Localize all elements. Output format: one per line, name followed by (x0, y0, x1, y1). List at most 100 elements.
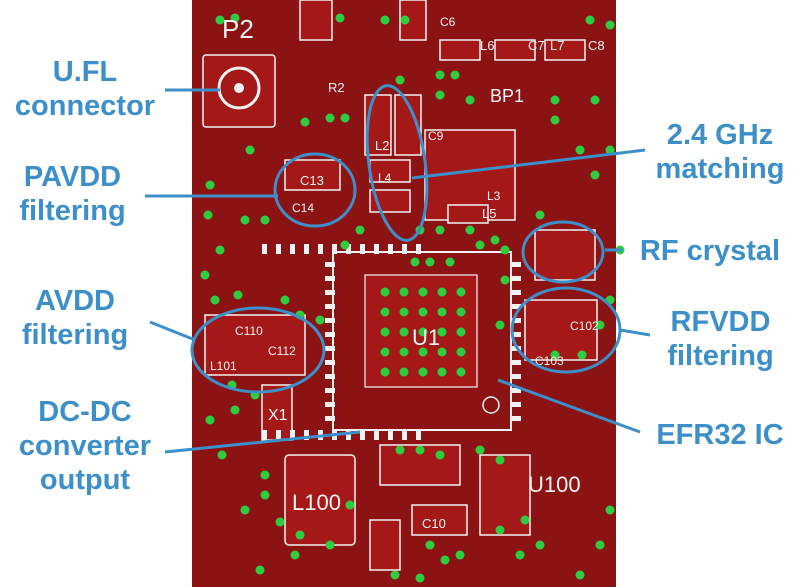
callout-efr32-ic: EFR32 IC (640, 418, 800, 452)
via (399, 367, 409, 377)
via (440, 555, 450, 565)
callout-matching-line2: matching (655, 153, 785, 185)
callout-pavdd-line1: PAVDD (23, 161, 122, 193)
silk-u1: U1 (412, 325, 440, 350)
ic-pin (511, 416, 521, 421)
via (345, 500, 355, 510)
silk-r2: R2 (328, 80, 345, 95)
silk-l6: L6 (480, 38, 494, 53)
via (315, 315, 325, 325)
via (200, 270, 210, 280)
ic-pin (325, 290, 335, 295)
ic-pin (374, 244, 379, 254)
ic-pin (304, 244, 309, 254)
via (585, 15, 595, 25)
highlight-ellipses (190, 84, 622, 394)
via (435, 70, 445, 80)
callout-rfcrystal-line1: RF crystal (639, 235, 781, 267)
via (456, 327, 466, 337)
ic-pin (511, 388, 521, 393)
silk-l100: L100 (292, 490, 341, 515)
silk-bp1: BP1 (490, 86, 524, 106)
via (280, 295, 290, 305)
via (415, 573, 425, 583)
via (390, 570, 400, 580)
via (415, 445, 425, 455)
via (575, 570, 585, 580)
ic-pin (325, 332, 335, 337)
via (435, 90, 445, 100)
via (245, 145, 255, 155)
via (205, 415, 215, 425)
ic-pin (318, 244, 323, 254)
silk-l4: L4 (378, 171, 392, 185)
via (230, 405, 240, 415)
ic-pin (332, 244, 337, 254)
callout-matching-line1: 2.4 GHz (666, 119, 774, 151)
callout-avdd-line1: AVDD (34, 285, 116, 317)
via (590, 95, 600, 105)
via (605, 505, 615, 515)
via (380, 347, 390, 357)
via (325, 540, 335, 550)
ic-pin (511, 402, 521, 407)
callout-pavdd-line2: filtering (19, 195, 126, 227)
ic-pin (511, 262, 521, 267)
via (233, 290, 243, 300)
ic-pin (325, 416, 335, 421)
via (275, 517, 285, 527)
silk-l101: L101 (210, 359, 237, 373)
ic-pin (416, 430, 421, 440)
via (495, 320, 505, 330)
via (456, 367, 466, 377)
via (435, 450, 445, 460)
via (418, 347, 428, 357)
callout-avdd-filtering: AVDD filtering (0, 284, 150, 352)
callout-rfvdd-line1: RFVDD (670, 306, 771, 338)
silk-l3: L3 (487, 189, 501, 203)
via (418, 327, 428, 337)
via (437, 327, 447, 337)
rfcrystal-ellipse (521, 220, 605, 284)
via (380, 367, 390, 377)
ic-pin (325, 374, 335, 379)
ic-pin (402, 244, 407, 254)
callout-dcdc-line1: DC-DC (38, 396, 132, 428)
ic-pin (325, 346, 335, 351)
ic-pin (511, 276, 521, 281)
ic-pin (262, 430, 267, 440)
ic-pin (416, 244, 421, 254)
via (450, 70, 460, 80)
silk-c103: C103 (535, 354, 564, 368)
via (410, 257, 420, 267)
ic-pin (511, 304, 521, 309)
silk-c10: C10 (422, 516, 446, 531)
via (437, 287, 447, 297)
via (577, 350, 587, 360)
via (260, 470, 270, 480)
via (240, 505, 250, 515)
silk-c13: C13 (300, 173, 324, 188)
ic-pin (325, 262, 335, 267)
silk-p2: P2 (222, 14, 254, 44)
ic-pin (374, 430, 379, 440)
vias (200, 13, 625, 583)
callout-dcdc-line3: output (39, 464, 131, 496)
via (260, 215, 270, 225)
silk-c8: C8 (588, 38, 605, 53)
ic-pin (262, 244, 267, 254)
via (475, 240, 485, 250)
via (465, 95, 475, 105)
callout-ufl-connector: U.FL connector (5, 55, 165, 123)
via (395, 445, 405, 455)
via (550, 95, 560, 105)
avdd-ellipse (190, 306, 326, 394)
ic-pin (511, 360, 521, 365)
via (465, 225, 475, 235)
via (535, 210, 545, 220)
via (380, 15, 390, 25)
via (400, 15, 410, 25)
ic-pin (511, 332, 521, 337)
silk-c6: C6 (440, 15, 456, 29)
ic-pin (388, 430, 393, 440)
